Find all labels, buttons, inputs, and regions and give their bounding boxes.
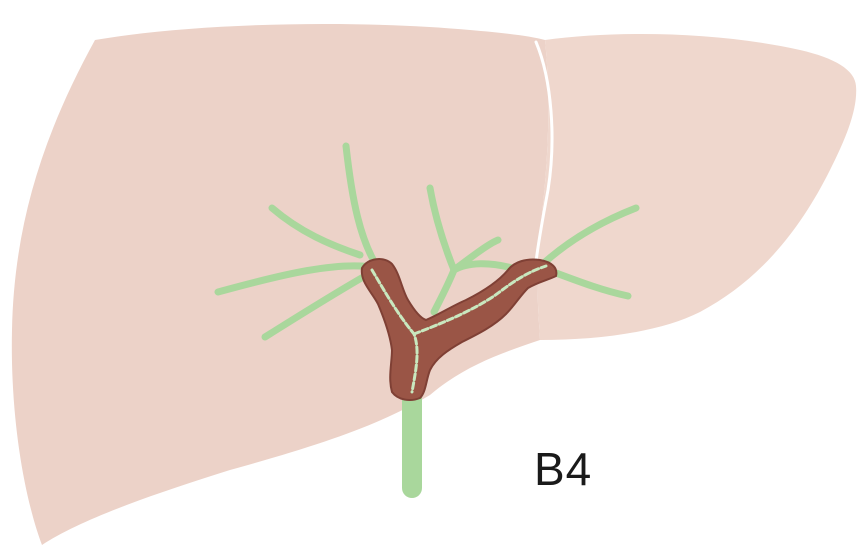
liver-main-lobe: [12, 24, 549, 545]
figure-label: B4: [534, 446, 592, 492]
liver-left-lateral-lobe: [537, 34, 856, 340]
